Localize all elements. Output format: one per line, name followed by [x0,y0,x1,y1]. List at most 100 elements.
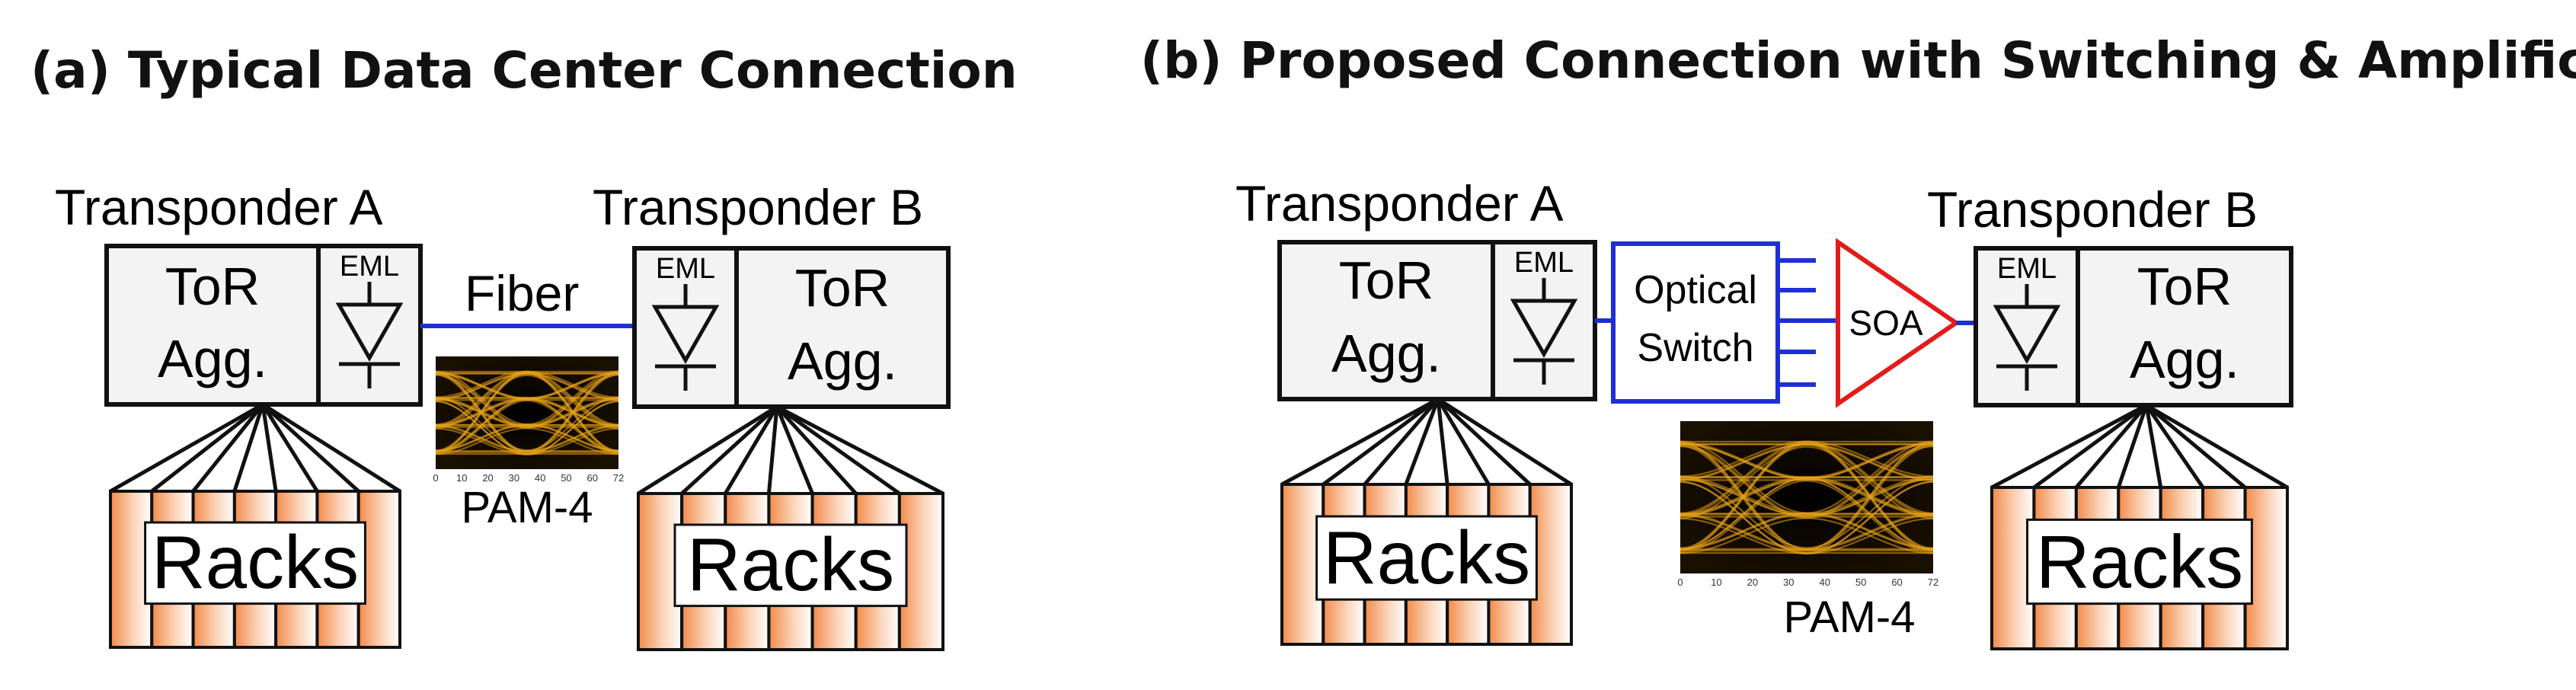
laser-diode-icon [1510,278,1578,385]
eye-traces [1680,440,1934,554]
rack-uplink [2144,404,2205,489]
panel-b-transponder-a-label: Transponder A [1235,175,1563,232]
rack-uplink [775,405,858,495]
panel-a-tor-a-line2: Agg. [158,329,267,388]
panel-a-transponder-b: EML ToR Agg. [632,246,951,409]
panel-b-title: (b) Proposed Connection with Switching &… [1140,31,2576,90]
eye-tick-label: 60 [1891,577,1902,588]
panel-b-transponder-b-label: Transponder B [1927,181,2258,238]
eye-tick-label: 0 [1677,577,1683,588]
rack-uplink [775,404,944,496]
panel-a-transponder-b-label: Transponder B [593,179,923,235]
panel-a: (a) Typical Data Center Connection Trans… [30,41,1018,651]
panel-b-soa-label: SOA [1849,303,1922,343]
rack-uplink [1404,398,1440,485]
eye-tick-label: 30 [1783,577,1794,588]
panel-b-racks-left: Racks [1280,397,1573,646]
eye-tick-label: 30 [509,472,519,484]
racks-label-box [673,523,908,608]
rack-uplink [2145,404,2247,489]
racks-label-box [2026,518,2253,605]
panel-b-switch-line2: Switch [1637,326,1753,370]
switch-output-ports [1778,258,1836,387]
eye-tick-label: 0 [433,472,438,484]
rack-uplink [1437,397,1573,487]
panel-a-tor-a-line1: ToR [165,257,260,316]
panel-a-fiber-label: Fiber [465,265,579,321]
panel-a-eye-diagram: 0 10 20 30 40 50 60 72 PAM-4 [433,356,624,532]
eye-tick-label: 20 [1747,577,1758,588]
panel-b-tor-a-line1: ToR [1339,251,1433,310]
rack-uplink [775,406,814,494]
rack-uplink [232,404,265,492]
rack-uplink [1280,397,1440,487]
panel-b-tor-a-line2: Agg. [1331,324,1441,383]
panel-b-eml-a-label: EML [1514,247,1574,279]
rack-uplink [260,403,319,493]
rack-uplink [2144,404,2163,488]
rack-uplink [766,406,779,494]
laser-diode-icon [1993,284,2061,391]
rack-uplink [1436,398,1491,486]
panel-b-racks-right: Racks [1990,403,2290,650]
rack-uplink [724,405,779,495]
eye-axis-ticks: 0 10 20 30 40 50 60 72 [433,472,624,484]
rack-uplink [1990,403,2148,490]
panel-b-switch-line1: Optical [1634,268,1757,312]
racks-label: Racks [152,520,359,604]
eye-traces [435,370,619,455]
eye-tick-label: 50 [1855,577,1866,588]
eye-tick-label: 20 [482,472,493,484]
racks-label: Racks [1323,516,1530,599]
eye-tick-label: 10 [1711,577,1721,588]
panel-a-eye-label: PAM-4 [462,483,593,532]
panel-a-title: (a) Typical Data Center Connection [30,41,1018,100]
panel-a-eml-b-label: EML [656,253,715,285]
rack-uplink [2032,403,2148,490]
rack-uplink [261,402,401,494]
rack-uplink [2074,404,2148,489]
rack-uplink [1436,398,1449,485]
laser-diode-icon [651,284,720,391]
panel-b-soa-amplifier: SOA [1836,238,1961,408]
eye-tick-label: 40 [1819,577,1830,588]
panel-b: (b) Proposed Connection with Switching &… [1140,31,2576,650]
rack-uplink [2145,403,2289,490]
rack-uplink [191,403,264,493]
eye-tick-label: 10 [456,472,467,484]
panel-b-eye-label: PAM-4 [1784,593,1916,642]
rack-uplink [637,404,778,496]
racks-label: Racks [2036,519,2243,603]
eye-tick-label: 50 [561,472,571,484]
panel-b-eml-b-label: EML [1997,253,2057,285]
panel-a-tor-b-line1: ToR [795,258,890,318]
eye-tick-label: 72 [613,472,624,484]
rack-uplink [109,402,264,494]
rack-uplink [150,403,264,493]
eye-tick-label: 60 [586,472,597,484]
panel-b-transponder-b: EML ToR Agg. [1974,246,2293,407]
panel-b-optical-switch: Optical Switch [1611,241,1836,404]
racks-label: Racks [687,522,894,606]
panel-a-tor-b-line2: Agg. [788,331,897,391]
panel-a-racks-left: Racks [109,402,402,649]
laser-diode-icon [335,282,404,388]
rack-uplink [1322,397,1440,487]
panel-b-tor-b-line1: ToR [2137,257,2232,316]
eye-tick-label: 40 [535,472,545,484]
panel-b-transponder-a: ToR Agg. EML [1277,240,1597,401]
racks-label-box [1315,515,1538,601]
rack-uplink [680,405,778,495]
panel-a-transponder-a-label: Transponder A [55,179,382,235]
rack-uplink [261,403,360,493]
racks-label-box [144,521,366,605]
rack-uplink [775,404,901,496]
panel-a-racks-right: Racks [637,404,945,651]
panel-a-transponder-a: ToR Agg. EML [104,244,423,407]
rack-uplink [260,404,278,492]
rack-uplink [1363,398,1440,486]
panel-b-tor-b-line2: Agg. [2130,330,2239,389]
